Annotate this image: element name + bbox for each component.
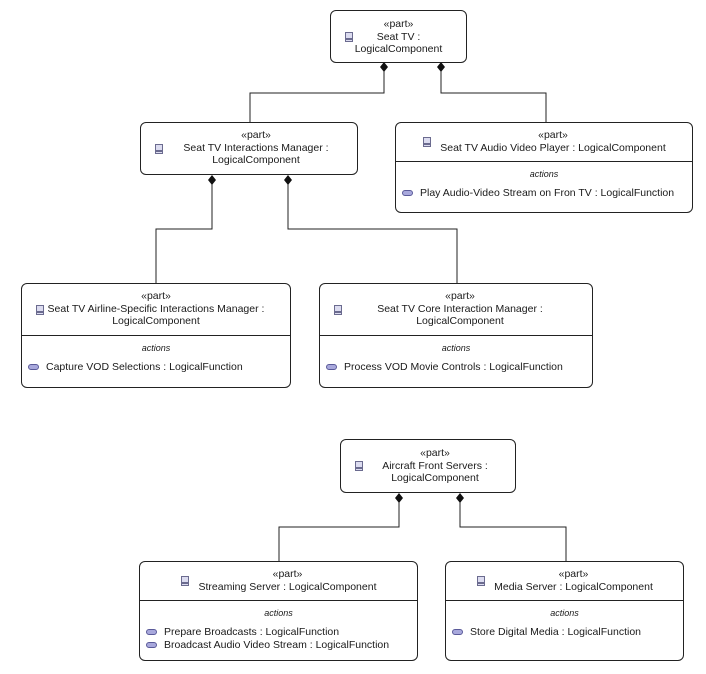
logical-function-icon [402, 190, 413, 196]
stereotype-label: «part» [558, 568, 589, 580]
composite-diamond [380, 62, 388, 72]
composition-line [440, 71, 547, 122]
part-title: Seat TV Interactions Manager : [183, 141, 329, 154]
actions-compartment-label: actions [264, 608, 293, 618]
actions-compartment-label: actions [550, 608, 579, 618]
logical-function-icon [146, 642, 157, 648]
part-icon [334, 305, 342, 315]
part-media-server[interactable]: «part» Media Server : LogicalComponent a… [445, 561, 684, 661]
part-title: Streaming Server : LogicalComponent [198, 580, 377, 593]
part-icon [423, 137, 431, 147]
part-icon [477, 576, 485, 586]
composite-diamond [284, 175, 292, 185]
logical-function-icon [452, 629, 463, 635]
part-title: Media Server : LogicalComponent [494, 580, 653, 593]
actions-compartment-label: actions [141, 343, 171, 353]
stereotype-label: «part» [420, 447, 450, 459]
part-icon [36, 305, 44, 315]
composition-line [278, 500, 400, 561]
part-title: Seat TV Airline-Specific Interactions Ma… [47, 302, 265, 315]
logical-function-icon [146, 629, 157, 635]
stereotype-label: «part» [241, 129, 271, 141]
part-icon [181, 576, 189, 586]
logical-function-icon [28, 364, 39, 370]
part-title: LogicalComponent [212, 154, 300, 166]
part-title: Seat TV Core Interaction Manager : [377, 302, 543, 315]
part-title: LogicalComponent [354, 43, 443, 55]
action-item[interactable]: Play Audio-Video Stream on Fron TV : Log… [420, 187, 675, 199]
compartment-divider [22, 335, 290, 336]
stereotype-label: «part» [383, 18, 414, 30]
stereotype-label: «part» [538, 129, 568, 141]
part-seat-tv[interactable]: «part» Seat TV : LogicalComponent [330, 10, 467, 63]
composition-line [155, 184, 213, 283]
part-title: LogicalComponent [416, 315, 504, 327]
part-icon [355, 461, 363, 471]
composite-diamond [437, 62, 445, 72]
part-seat-tv-core-interaction-manager[interactable]: «part» Seat TV Core Interaction Manager … [319, 283, 593, 388]
composition-line [287, 184, 458, 283]
compartment-divider [446, 600, 683, 601]
part-icon [155, 144, 163, 154]
part-aircraft-front-servers[interactable]: «part» Aircraft Front Servers : LogicalC… [340, 439, 516, 493]
part-title: Seat TV : [376, 30, 421, 43]
stereotype-label: «part» [141, 290, 171, 302]
part-title: Aircraft Front Servers : [382, 459, 488, 472]
part-title: Seat TV Audio Video Player : LogicalComp… [440, 141, 666, 154]
compartment-divider [140, 600, 417, 601]
part-seat-tv-airline-specific-interactions-manager[interactable]: «part» Seat TV Airline-Specific Interact… [21, 283, 291, 388]
composite-diamond [456, 493, 464, 503]
actions-compartment-label: actions [441, 343, 471, 353]
action-item[interactable]: Capture VOD Selections : LogicalFunction [46, 361, 243, 373]
part-icon [345, 32, 353, 42]
composite-diamond [208, 175, 216, 185]
composition-line [459, 500, 567, 561]
compartment-divider [396, 161, 692, 162]
part-title: LogicalComponent [391, 472, 479, 484]
action-item[interactable]: Store Digital Media : LogicalFunction [470, 626, 642, 638]
part-seat-tv-interactions-manager[interactable]: «part» Seat TV Interactions Manager : Lo… [140, 122, 358, 175]
composition-line [249, 71, 385, 122]
part-streaming-server[interactable]: «part» Streaming Server : LogicalCompone… [139, 561, 418, 661]
action-item[interactable]: Broadcast Audio Video Stream : LogicalFu… [164, 639, 390, 651]
part-title: LogicalComponent [112, 315, 200, 327]
composite-diamond [395, 493, 403, 503]
stereotype-label: «part» [272, 568, 303, 580]
logical-function-icon [326, 364, 337, 370]
action-item[interactable]: Process VOD Movie Controls : LogicalFunc… [344, 361, 563, 373]
action-item[interactable]: Prepare Broadcasts : LogicalFunction [164, 626, 340, 638]
actions-compartment-label: actions [529, 169, 559, 179]
part-seat-tv-audio-video-player[interactable]: «part» Seat TV Audio Video Player : Logi… [395, 122, 693, 213]
compartment-divider [320, 335, 592, 336]
stereotype-label: «part» [445, 290, 475, 302]
